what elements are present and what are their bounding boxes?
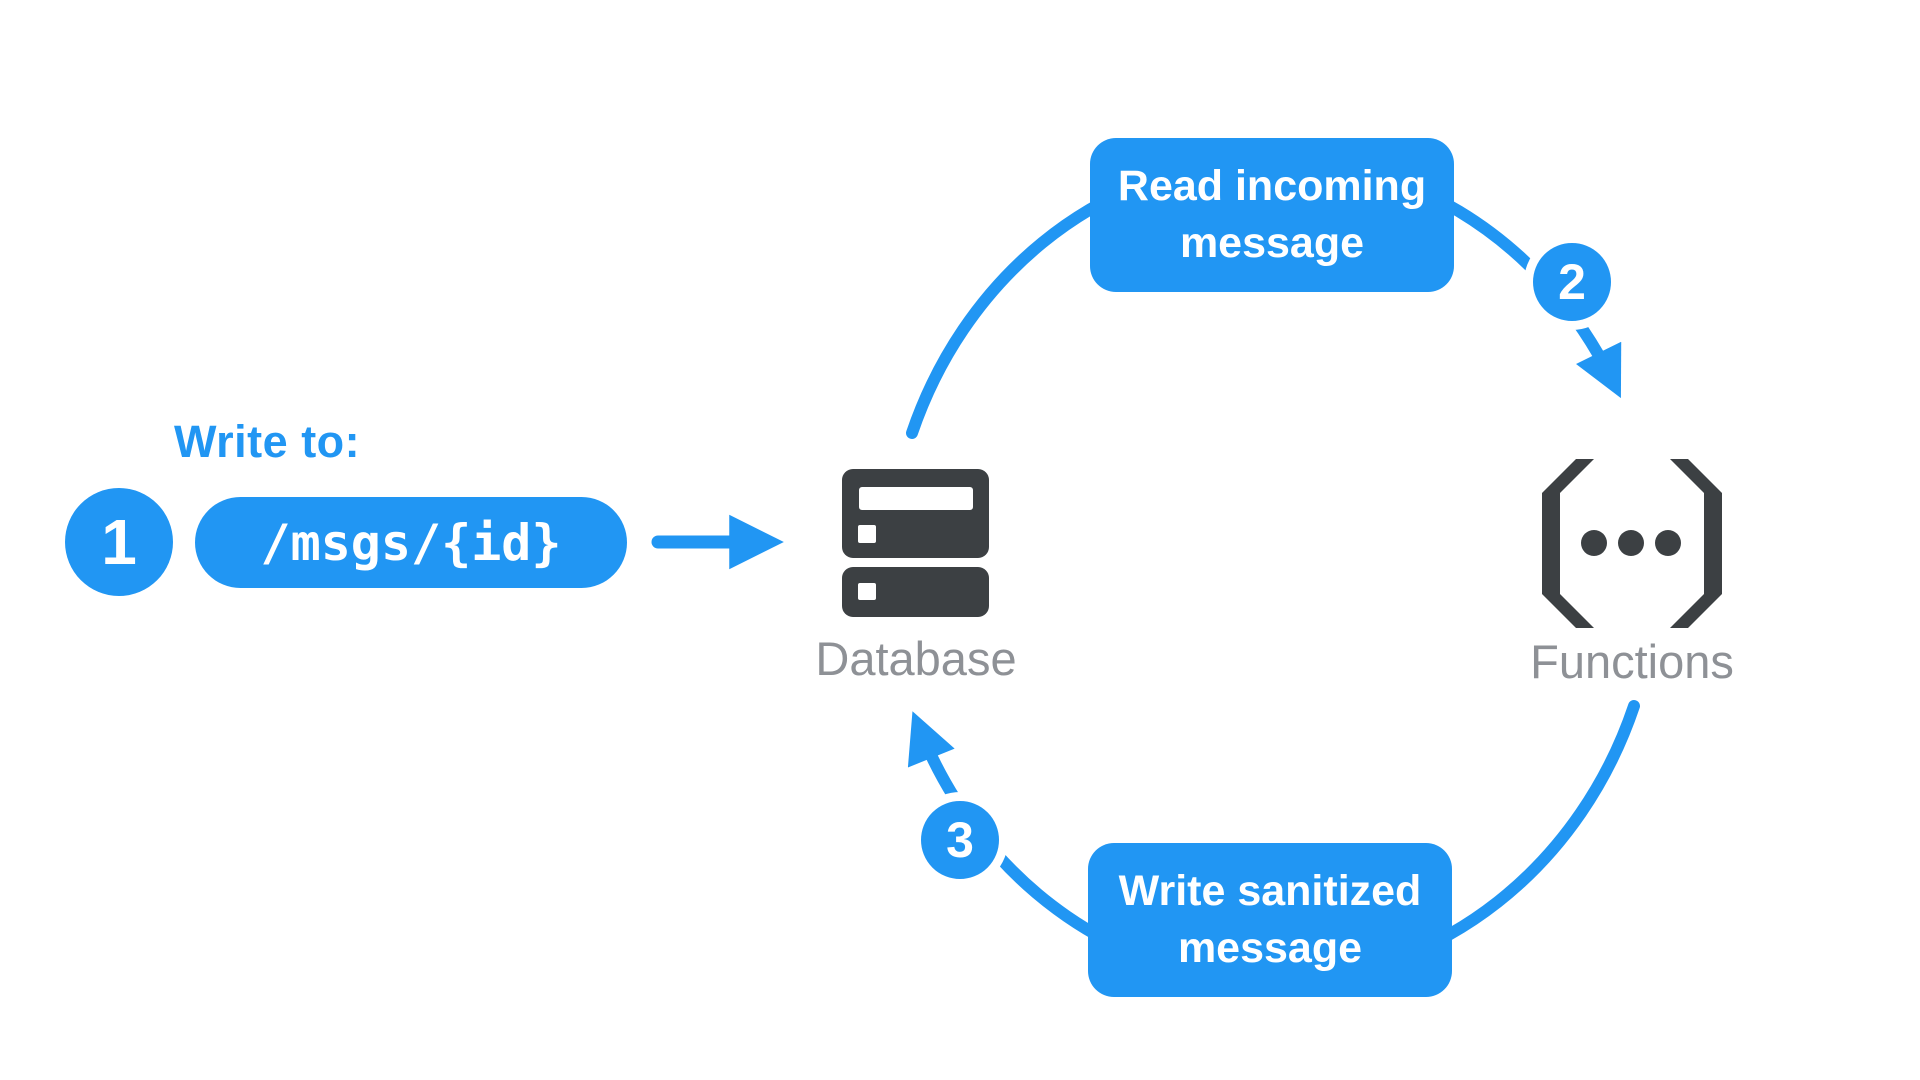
write-sanitized-message-box: Write sanitized message [1088, 843, 1452, 997]
read-incoming-message-box: Read incoming message [1090, 138, 1454, 292]
write-to-heading: Write to: [174, 416, 361, 467]
database-label: Database [815, 632, 1017, 685]
step-1-badge: 1 [65, 488, 173, 596]
step-3-badge: 3 [912, 792, 1008, 888]
functions-brackets-icon [1542, 459, 1722, 628]
step-2-badge: 2 [1524, 234, 1620, 330]
functions-label: Functions [1530, 635, 1734, 688]
db-path-pill: /msgs/{id} [195, 497, 627, 588]
database-server-icon [842, 469, 989, 617]
